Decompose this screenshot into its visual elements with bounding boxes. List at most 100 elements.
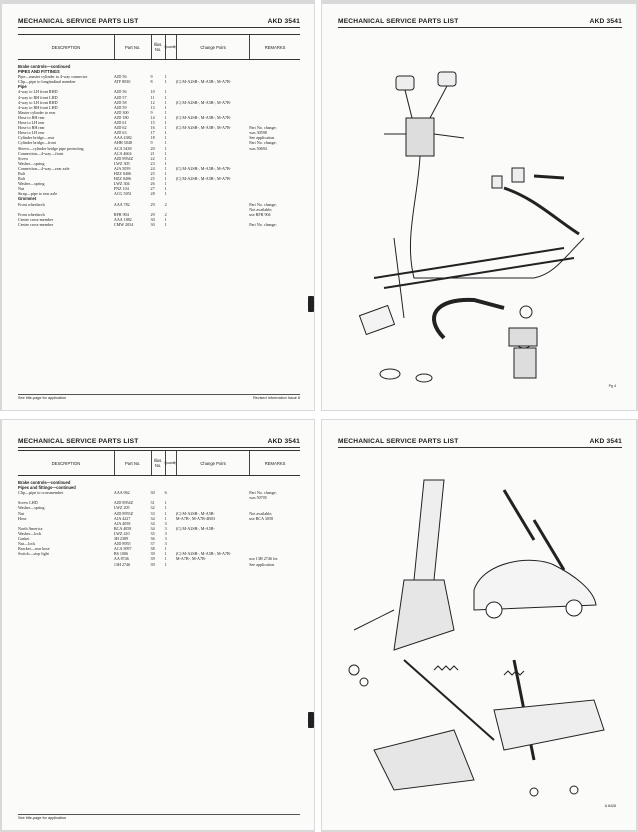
page-title: MECHANICAL SERVICE PARTS LIST	[338, 18, 459, 25]
cell-illus-no: 21	[150, 150, 155, 156]
cell-remarks: was 50705	[249, 495, 267, 501]
cell-quantity: 3	[164, 520, 167, 526]
cell-quantity: 1	[164, 120, 167, 126]
cell-quantity: 1	[164, 155, 167, 161]
col-quantity: Quantity	[164, 451, 177, 475]
cell-part-no: AJD 63	[113, 130, 127, 136]
cell-quantity: 1	[164, 160, 167, 166]
cell-description: 4-way to RH front LHD	[18, 94, 58, 100]
col-change-point: Change Point	[175, 451, 249, 475]
cell-description: Pipes and fittings—continued	[18, 485, 76, 491]
cell-part-no: AJD 56	[113, 89, 127, 95]
cell-part-no: LWZ 304	[113, 181, 130, 187]
cell-part-no: AAA 962	[113, 490, 130, 496]
cell-remarks: use BCA 3058	[249, 515, 274, 521]
col-part-no: Part No.	[113, 35, 151, 59]
page-code: AKD 3541	[267, 18, 300, 25]
page-header: MECHANICAL SERVICE PARTS LIST AKD 3541	[18, 438, 300, 448]
cell-remarks: use RFR 904	[249, 211, 271, 217]
cell-part-no: AJD 8954Z	[113, 155, 134, 161]
col-part-no: Part No.	[113, 451, 151, 475]
cell-quantity: 1	[164, 561, 167, 567]
cell-quantity: 6	[164, 490, 167, 496]
cell-description: PIPES AND FITTINGS	[18, 69, 60, 75]
cell-illus-no: 33	[150, 510, 155, 516]
cell-quantity: 2	[164, 201, 167, 207]
cell-part-no: AJD 180	[113, 114, 129, 120]
cell-description: Clip—pipe to crossmember	[18, 490, 64, 496]
col-description: DESCRIPTION	[51, 460, 81, 466]
cell-change-point: (C) M-A2SB-, M-A5B-, M-A7B-	[175, 165, 232, 171]
cell-part-no: ACA 4604	[113, 150, 132, 156]
cell-quantity: 1	[164, 94, 167, 100]
cell-description: Hose to RH rear	[18, 114, 45, 120]
cell-description: Nut	[18, 186, 25, 192]
cell-part-no: AJD 56	[113, 74, 127, 80]
footer-note: See title-page for application	[18, 396, 67, 400]
cell-change-point	[176, 562, 249, 567]
col-remarks: REMARKS	[249, 451, 300, 475]
plate-number: Pg 4	[608, 384, 616, 388]
bookmark-tab-icon[interactable]	[308, 296, 314, 312]
cell-quantity: 1	[164, 216, 167, 222]
cell-change-point: M-A7B-, M-A7B-	[175, 556, 207, 562]
cell-remarks: See application	[249, 135, 275, 141]
cell-part-no: HZZ 0406	[113, 176, 132, 182]
col-description: DESCRIPTION	[51, 44, 81, 50]
plate-number: A 6428	[604, 804, 616, 808]
cell-illus-no: 25	[150, 176, 155, 182]
cell-description: Gasket	[18, 536, 30, 542]
page-gutter-horizontal	[0, 411, 638, 419]
cell-quantity: 1	[164, 104, 167, 110]
cell-quantity: 1	[164, 515, 167, 521]
cell-change-point: (C) M-A2SB-, M-A5B-, M-A7B-	[175, 79, 232, 85]
cell-illus-no: 29	[150, 211, 155, 217]
cell-illus-no: 36	[150, 536, 155, 542]
cell-remarks: Part No. change;	[249, 140, 277, 146]
cell-description: Pipe	[18, 84, 27, 90]
cell-illus-no: 39	[150, 561, 155, 567]
cell-description: Brake controls—continued	[18, 64, 71, 69]
cell-illus-no: 10	[150, 89, 155, 95]
cell-description: Sleeve—cylinder bridge pipe protecting	[18, 145, 84, 151]
cell-description: Connection—4-way—rear axle	[18, 165, 70, 171]
cell-description: Centre cross-member	[18, 216, 54, 222]
cell-quantity: 1	[164, 510, 167, 516]
cell-part-no: FNZ 104	[113, 186, 129, 192]
bookmark-tab-icon[interactable]	[308, 712, 314, 728]
col-illus-no: Illus. No.	[150, 35, 165, 59]
cell-illus-no: 34	[150, 525, 155, 531]
cell-illus-no: 11	[150, 94, 155, 100]
col-change-point: Change Point	[175, 35, 249, 59]
page-code: AKD 3541	[267, 438, 300, 445]
cell-part-no: AJD 62	[113, 125, 127, 131]
cell-part-no: AJD 61	[113, 120, 127, 126]
cell-quantity: 1	[164, 125, 167, 131]
cell-part-no: LWZ 205	[113, 505, 130, 511]
parts-list-page-1: MECHANICAL SERVICE PARTS LIST AKD 3541 D…	[2, 4, 314, 410]
cell-description: Washer—lock	[18, 530, 42, 536]
cell-quantity: 3	[164, 525, 167, 531]
cell-illus-no: 17	[150, 130, 155, 136]
cell-description: 4-way to LH front RHD	[18, 99, 58, 105]
cell-description: Pipe—master cylinder to 4-way connector	[18, 74, 88, 80]
cell-description: Connection—4-way—front	[18, 150, 64, 156]
cell-illus-no: 12	[150, 99, 155, 105]
cell-illus-no: 35	[150, 530, 155, 536]
cell-remarks: Part No. change;	[249, 201, 277, 207]
cell-illus-no: 30	[150, 216, 155, 222]
